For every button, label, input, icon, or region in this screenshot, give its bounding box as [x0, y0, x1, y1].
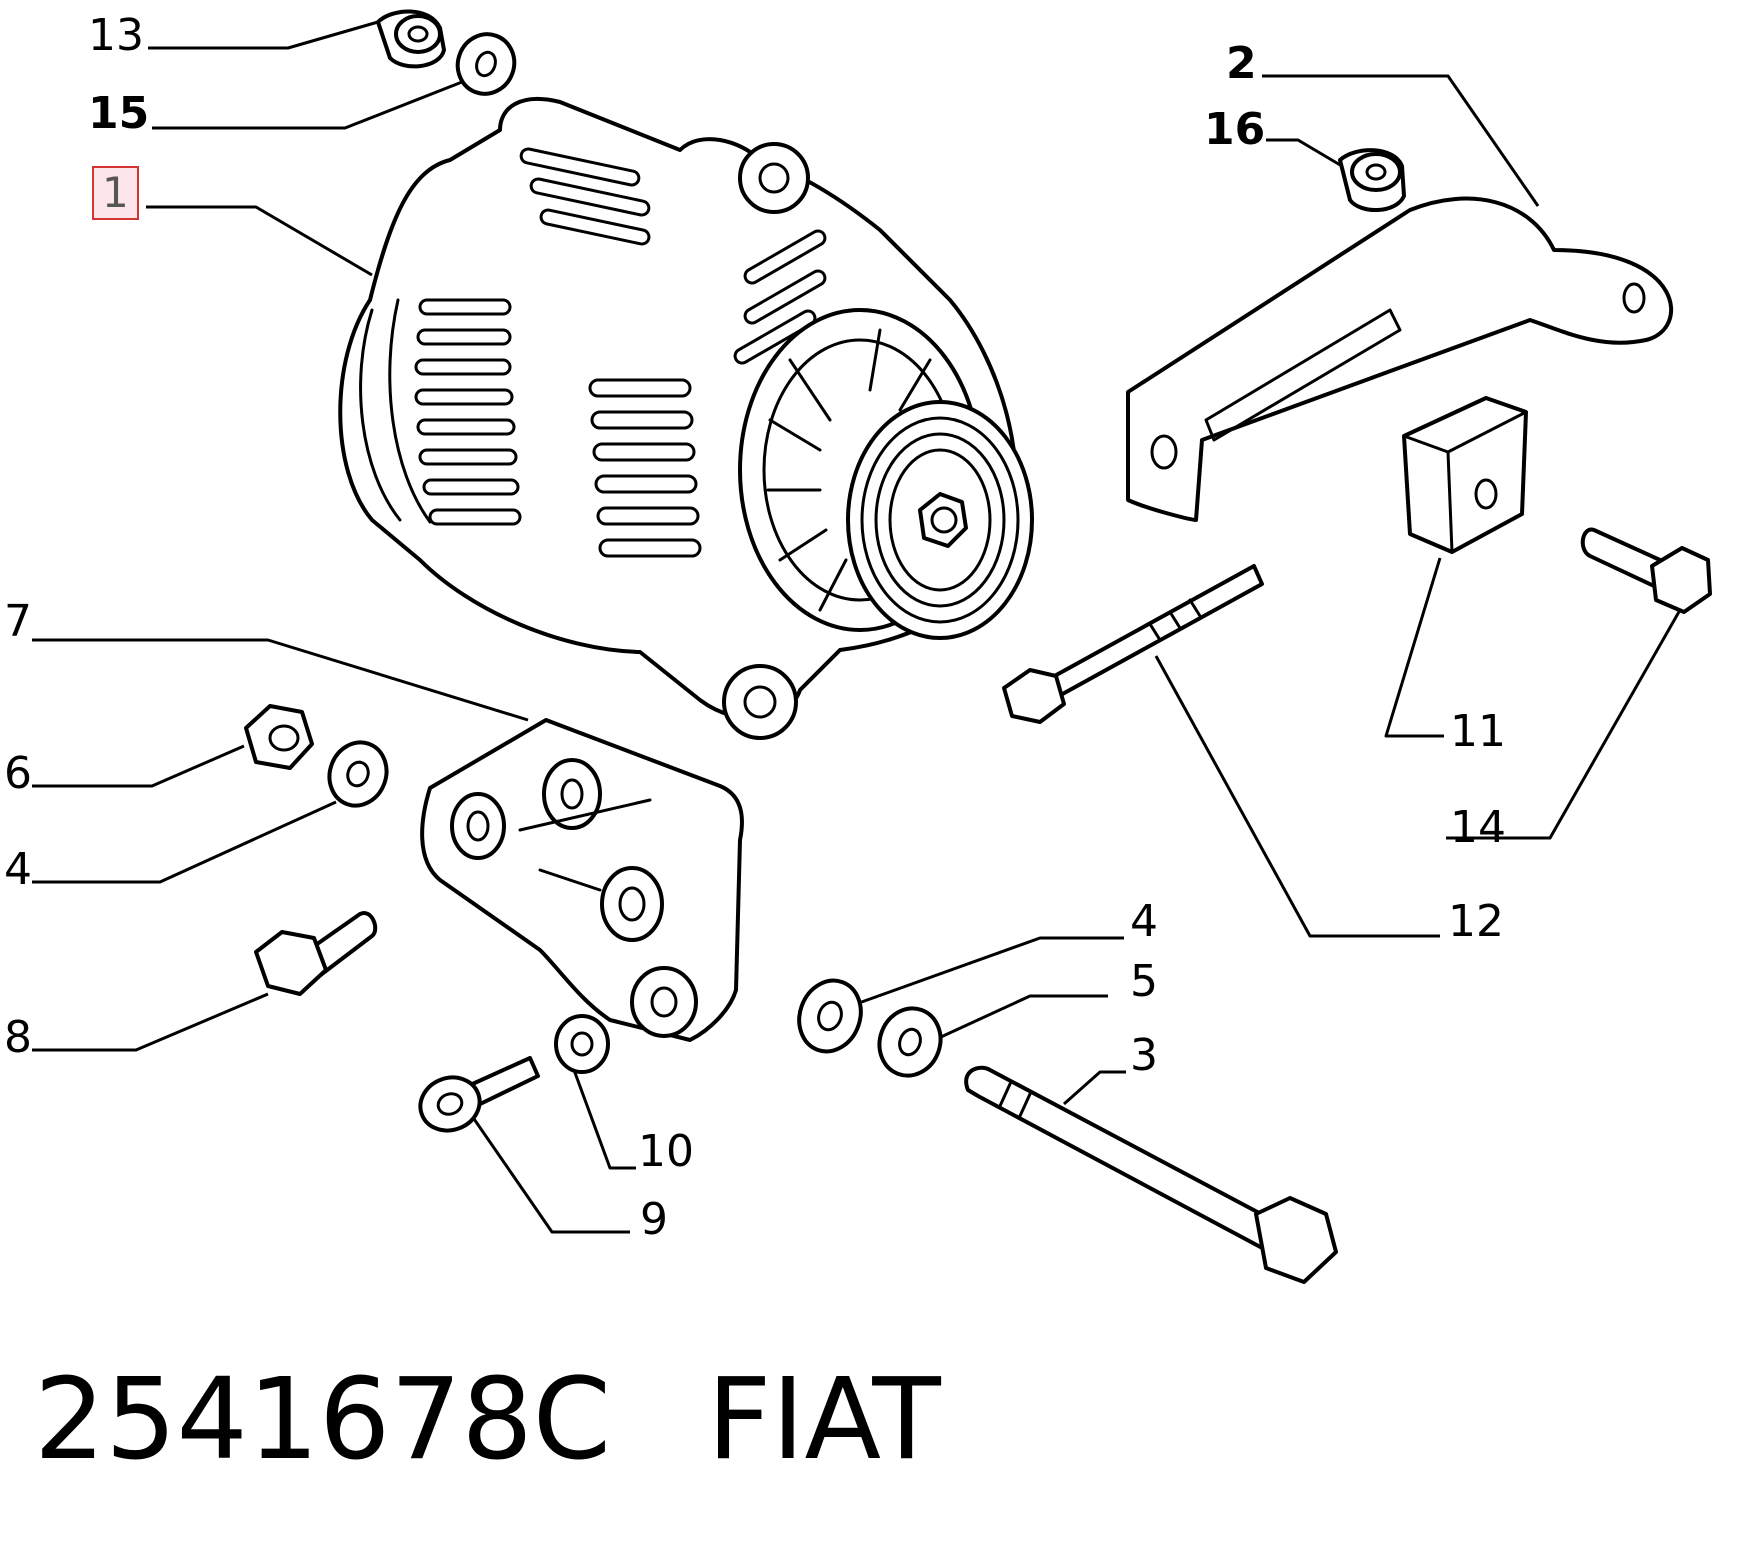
label-15: 15: [88, 88, 150, 139]
label-4-left: 4: [4, 844, 32, 895]
leader-15: [152, 80, 463, 130]
leader-7: [32, 638, 529, 722]
leader-13: [148, 20, 379, 50]
part-5-spring-washer: [877, 1006, 943, 1078]
part-12-long-bolt: [1002, 564, 1264, 724]
part-13-nut: [376, 9, 446, 69]
label-5: 5: [1130, 956, 1158, 1007]
leader-9: [470, 1115, 630, 1234]
part-9-socket-bolt: [418, 1056, 540, 1133]
label-7: 7: [4, 596, 32, 647]
label-12: 12: [1448, 896, 1504, 947]
label-2: 2: [1226, 38, 1257, 89]
part-8-hex-bolt: [254, 911, 378, 996]
label-9: 9: [640, 1194, 668, 1245]
label-8: 8: [4, 1012, 32, 1063]
leader-16: [1266, 138, 1353, 174]
label-10: 10: [638, 1126, 694, 1177]
leader-3: [1063, 1070, 1126, 1106]
part-15-washer: [455, 32, 517, 96]
leader-11: [1384, 557, 1444, 738]
leader-5: [929, 994, 1108, 1044]
leader-10: [572, 1069, 636, 1170]
part-2-bracket-arm: [1126, 196, 1674, 522]
leader-lines: [32, 20, 1682, 1234]
part-10-washer: [554, 1014, 610, 1074]
leader-1: [146, 205, 373, 277]
part-16-nut: [1338, 148, 1406, 213]
leader-4-left: [32, 800, 337, 884]
part-1-alternator: [338, 96, 1034, 740]
leader-4-right: [855, 936, 1124, 1006]
label-4-right: 4: [1130, 896, 1158, 947]
label-11: 11: [1450, 706, 1506, 757]
part-14-bolt: [1580, 527, 1712, 614]
part-11-spacer-block: [1402, 396, 1528, 554]
part-4-left-washer: [327, 740, 389, 808]
part-number: 2541678C: [34, 1355, 612, 1485]
leader-6: [32, 744, 245, 788]
leader-14: [1446, 609, 1682, 840]
leader-2: [1262, 74, 1540, 207]
label-3: 3: [1130, 1030, 1158, 1081]
part-3-long-hex-bolt: [964, 1065, 1338, 1284]
label-16: 16: [1204, 104, 1266, 155]
brand-name: FIAT: [707, 1355, 941, 1485]
label-13: 13: [88, 10, 144, 61]
label-1-highlighted[interactable]: 1: [92, 166, 139, 220]
leader-8: [32, 992, 269, 1052]
part-4-right-washer: [797, 978, 863, 1054]
label-6: 6: [4, 748, 32, 799]
label-14: 14: [1450, 802, 1506, 853]
part-7-lower-bracket: [420, 718, 744, 1042]
leader-12: [1154, 655, 1440, 938]
part-6-hex-nut: [244, 704, 314, 770]
